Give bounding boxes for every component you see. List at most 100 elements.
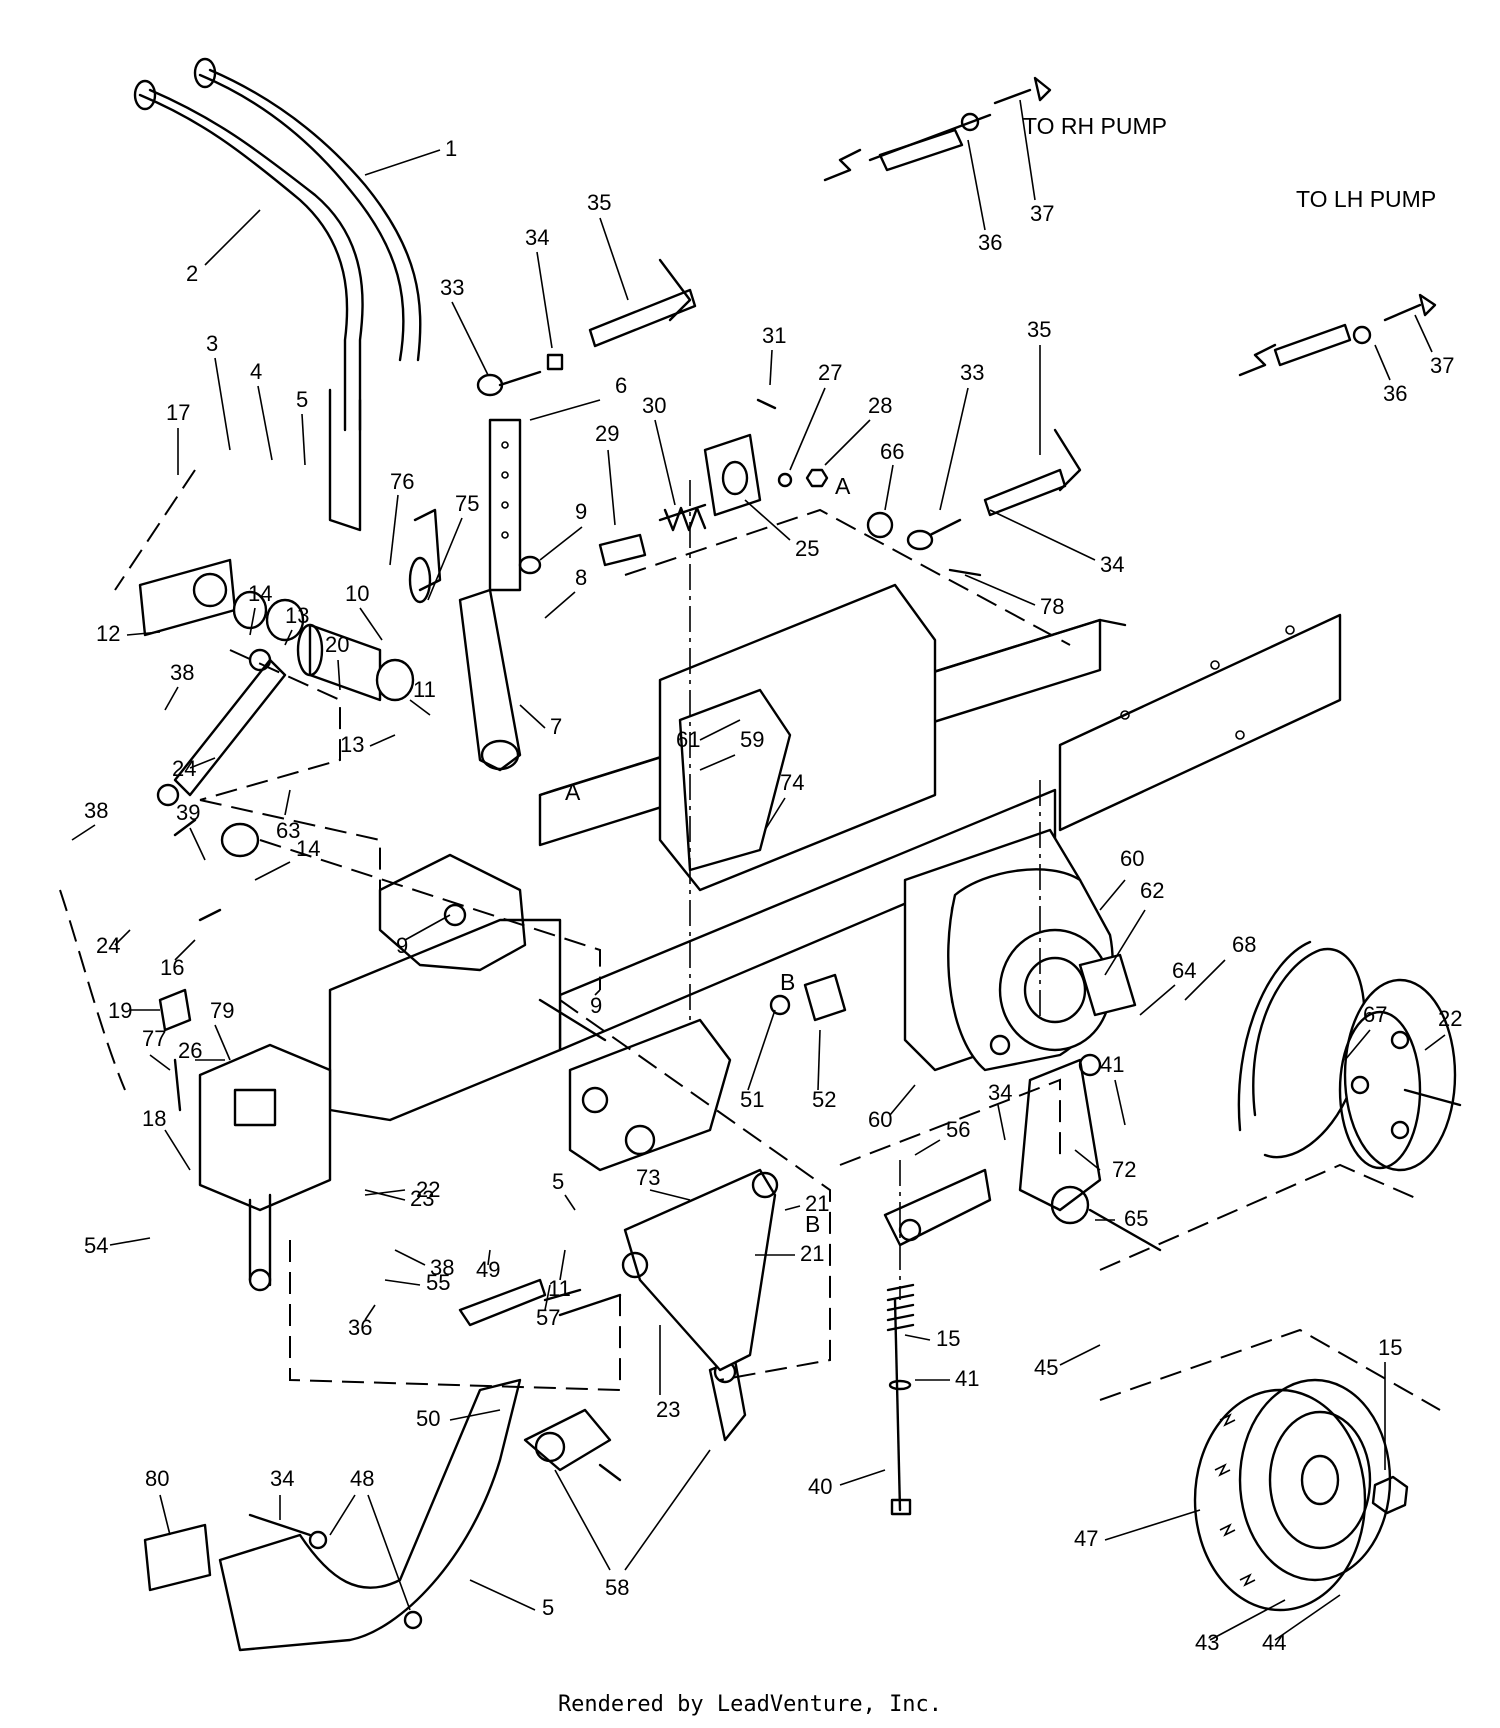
callout-number: 55 xyxy=(426,1270,450,1295)
note-lh-pump: TO LH PUMP xyxy=(1296,186,1436,212)
callout-number: 14 xyxy=(248,581,272,606)
callout-number: 2 xyxy=(186,261,198,286)
callouts: 1 2 3 4 5 17 33 34 35 36 37 6 31 27 28 2… xyxy=(71,99,1462,1655)
callout-number: 79 xyxy=(210,998,234,1023)
callout-number: 43 xyxy=(1195,1630,1219,1655)
callout-number: 18 xyxy=(142,1106,166,1131)
ref-b-lower: B xyxy=(805,1211,820,1237)
ref-b-upper: B xyxy=(780,969,795,995)
main-frame xyxy=(198,583,1342,1292)
callout-number: 37 xyxy=(1030,201,1054,226)
callout-number: 65 xyxy=(1124,1206,1148,1231)
callout-number: 61 xyxy=(676,727,700,752)
ref-a-upper: A xyxy=(835,473,851,499)
callout-number: 15 xyxy=(936,1326,960,1351)
callout-number: 45 xyxy=(1034,1355,1058,1380)
callout-number: 52 xyxy=(812,1087,836,1112)
callout-number: 22 xyxy=(416,1177,440,1202)
callout-number: 67 xyxy=(1363,1002,1387,1027)
left-parts xyxy=(138,508,522,1112)
callout-number: 35 xyxy=(587,190,611,215)
callout-number: 33 xyxy=(960,360,984,385)
callout-number: 11 xyxy=(548,1276,571,1301)
callout-number: 54 xyxy=(84,1233,108,1258)
callout-number: 51 xyxy=(740,1087,764,1112)
callout-number: 28 xyxy=(868,393,892,418)
callout-number: 27 xyxy=(818,360,842,385)
callout-number: 72 xyxy=(1112,1157,1136,1182)
callout-number: 73 xyxy=(636,1165,660,1190)
callout-number: 47 xyxy=(1074,1526,1098,1551)
callout-number: 50 xyxy=(416,1406,440,1431)
callout-number: 6 xyxy=(615,373,627,398)
callout-number: 34 xyxy=(525,225,549,250)
ref-a-lower: A xyxy=(565,779,581,805)
callout-number: 75 xyxy=(455,491,479,516)
rear-tire xyxy=(1193,1378,1409,1612)
callout-number: 34 xyxy=(1100,552,1124,577)
callout-number: 48 xyxy=(350,1466,374,1491)
callout-number: 21 xyxy=(800,1241,824,1266)
callout-number: 63 xyxy=(276,818,300,843)
callout-number: 35 xyxy=(1027,317,1051,342)
callout-number: 5 xyxy=(296,387,308,412)
spring-assembly xyxy=(598,398,829,567)
callout-number: 41 xyxy=(955,1366,979,1391)
callout-number: 4 xyxy=(250,359,262,384)
right-linkage xyxy=(823,76,1437,577)
callout-number: 38 xyxy=(84,798,108,823)
callout-number: 9 xyxy=(575,499,587,524)
callout-number: 36 xyxy=(1383,381,1407,406)
footer-credit: Rendered by LeadVenture, Inc. xyxy=(557,1692,943,1717)
callout-number: 17 xyxy=(166,400,190,425)
callout-number: 12 xyxy=(96,621,120,646)
callout-number: 20 xyxy=(325,632,349,657)
callout-number: 23 xyxy=(410,1186,434,1211)
control-handles xyxy=(133,57,422,532)
center-plate xyxy=(378,853,847,1042)
callout-number: 36 xyxy=(348,1315,372,1340)
callout-number: 10 xyxy=(345,581,369,606)
callout-number: 5 xyxy=(552,1169,564,1194)
callout-number: 57 xyxy=(536,1305,560,1330)
callout-number: 77 xyxy=(142,1026,166,1051)
callout-number: 56 xyxy=(946,1117,970,1142)
callout-number: 34 xyxy=(270,1466,294,1491)
callout-number: 29 xyxy=(595,421,619,446)
callout-number: 66 xyxy=(880,439,904,464)
callout-number: 15 xyxy=(1378,1335,1402,1360)
callout-number: 59 xyxy=(740,727,764,752)
callout-number: 74 xyxy=(780,770,804,795)
guide-lines xyxy=(59,469,1441,1411)
callout-number: 24 xyxy=(96,933,120,958)
callout-number: 31 xyxy=(762,323,786,348)
callout-number: 78 xyxy=(1040,594,1064,619)
callout-number: 22 xyxy=(1438,1006,1462,1031)
callout-number: 30 xyxy=(642,393,666,418)
callout-number: 38 xyxy=(170,660,194,685)
callout-number: 41 xyxy=(1100,1052,1124,1077)
callout-number: 25 xyxy=(795,536,819,561)
callout-number: 58 xyxy=(605,1575,629,1600)
callout-number: 76 xyxy=(390,469,414,494)
callout-number: 26 xyxy=(178,1038,202,1063)
callout-number: 23 xyxy=(656,1397,680,1422)
callout-number: 9 xyxy=(396,933,408,958)
callout-number: 64 xyxy=(1172,958,1196,983)
wheel-motor xyxy=(947,868,1137,1072)
callout-number: 19 xyxy=(108,998,132,1023)
callout-number: 3 xyxy=(206,331,218,356)
callout-number: 68 xyxy=(1232,932,1256,957)
callout-number: 1 xyxy=(445,136,457,161)
callout-number: 9 xyxy=(590,993,602,1018)
callout-number: 80 xyxy=(145,1466,169,1491)
lower-parts xyxy=(143,1168,992,1652)
callout-number: 7 xyxy=(550,714,562,739)
callout-number: 60 xyxy=(868,1107,892,1132)
callout-number: 5 xyxy=(542,1595,554,1620)
upper-linkage xyxy=(476,258,697,592)
note-rh-pump: TO RH PUMP xyxy=(1023,113,1167,139)
callout-number: 16 xyxy=(160,955,184,980)
callout-number: 37 xyxy=(1430,353,1454,378)
